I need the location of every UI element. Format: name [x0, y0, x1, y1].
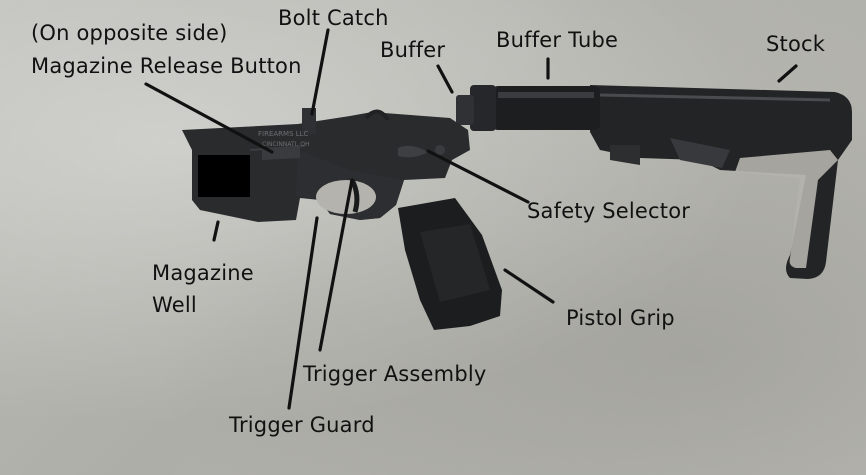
leader-line-pistol-grip — [503, 268, 555, 304]
label-trigger-guard: Trigger Guard — [229, 413, 375, 437]
label-magazine-well-line1: Magazine — [152, 261, 254, 285]
label-buffer: Buffer — [380, 38, 446, 62]
label-magazine-well-line2: Well — [152, 293, 197, 317]
label-bolt-catch: Bolt Catch — [278, 6, 389, 30]
label-safety-selector: Safety Selector — [527, 199, 691, 223]
leader-lines — [144, 28, 798, 410]
receiver-marking-line1: FIREARMS LLC — [258, 130, 309, 138]
leader-line-magazine-release — [144, 82, 274, 154]
lower-receiver — [182, 108, 470, 222]
label-stock: Stock — [766, 32, 826, 56]
label-magazine-release-button: Magazine Release Button — [31, 54, 302, 78]
label-opposite-side-note: (On opposite side) — [31, 21, 228, 45]
pistol-grip — [398, 198, 502, 330]
leader-line-magazine-well — [212, 220, 220, 242]
leader-line-bolt-catch — [310, 28, 330, 116]
leader-line-stock — [777, 64, 798, 83]
stock — [590, 85, 852, 279]
leader-line-buffer — [436, 64, 454, 94]
buffer-area — [456, 85, 496, 131]
leader-line-trigger-guard — [287, 216, 319, 410]
leader-line-trigger-assembly — [318, 178, 354, 352]
receiver-marking-line2: CINCINNATI, OH — [262, 141, 310, 148]
leader-line-safety-selector — [426, 149, 530, 204]
label-pistol-grip: Pistol Grip — [566, 306, 675, 330]
label-buffer-tube: Buffer Tube — [496, 28, 619, 52]
label-trigger-assembly: Trigger Assembly — [303, 362, 487, 386]
redaction-box — [198, 155, 250, 197]
buffer-tube — [492, 86, 600, 130]
